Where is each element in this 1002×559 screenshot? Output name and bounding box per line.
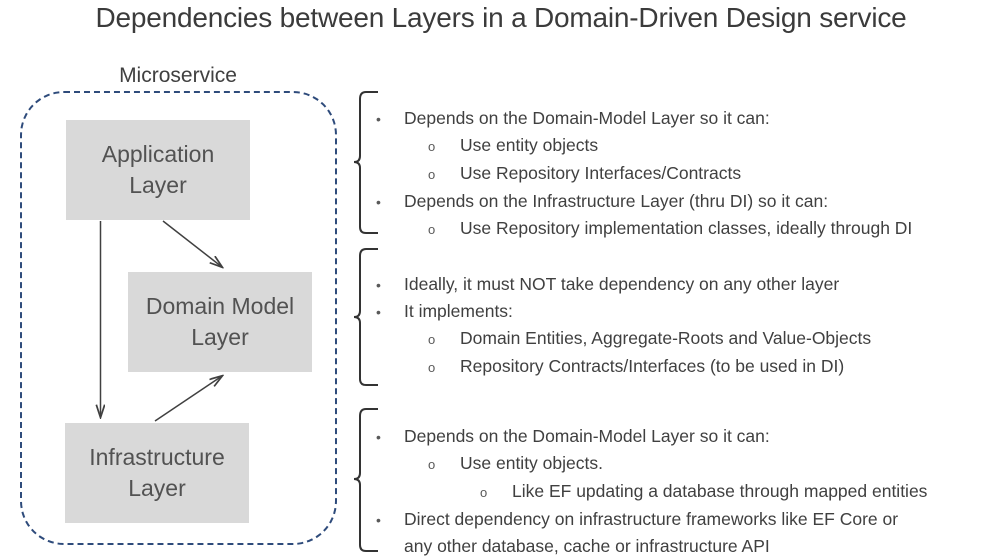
bullet-text: Direct dependency on infrastructure fram… bbox=[404, 509, 899, 529]
bullet-item: o Use entity objects bbox=[376, 132, 996, 160]
brace-infrastructure bbox=[353, 408, 378, 552]
brace-application bbox=[353, 91, 378, 234]
bullet-text: Ideally, it must NOT take dependency on … bbox=[404, 274, 840, 294]
bullet-item: o Use Repository implementation classes,… bbox=[376, 215, 996, 243]
bullet-item: • Depends on the Domain-Model Layer so i… bbox=[376, 105, 996, 132]
bullet-item: • Direct dependency on infrastructure fr… bbox=[376, 506, 996, 533]
arrow-infrastructure-to-domain-model bbox=[154, 376, 222, 422]
bullet-item: o Repository Contracts/Interfaces (to be… bbox=[376, 353, 996, 381]
bullet-text: Like EF updating a database through mapp… bbox=[512, 481, 928, 501]
bullet-text: Use entity objects. bbox=[460, 453, 603, 473]
bullet-marker: o bbox=[480, 485, 488, 500]
microservice-boundary bbox=[20, 91, 337, 545]
bullet-marker: o bbox=[428, 332, 436, 347]
bullet-item: o Domain Entities, Aggregate-Roots and V… bbox=[376, 325, 996, 353]
brace-group bbox=[353, 91, 378, 552]
bullet-marker: o bbox=[428, 167, 436, 182]
bullet-marker: • bbox=[376, 512, 381, 528]
bullet-marker: • bbox=[376, 304, 381, 320]
bullet-marker: • bbox=[376, 429, 381, 445]
brace-domain-model bbox=[353, 248, 378, 386]
bullet-marker: o bbox=[428, 457, 436, 472]
bullet-text: Domain Entities, Aggregate-Roots and Val… bbox=[460, 328, 872, 348]
arrow-application-to-domain-model bbox=[162, 220, 222, 267]
bullet-text: Depends on the Infrastructure Layer (thr… bbox=[404, 191, 829, 211]
bullet-text: Use entity objects bbox=[460, 135, 599, 155]
bullet-marker: o bbox=[428, 360, 436, 375]
dependency-arrows bbox=[0, 220, 370, 422]
bullet-text: Use Repository implementation classes, i… bbox=[460, 218, 913, 238]
bullet-text: Use Repository Interfaces/Contracts bbox=[460, 163, 742, 183]
microservice-label: Microservice bbox=[119, 64, 237, 87]
page-title: Dependencies between Layers in a Domain-… bbox=[95, 2, 907, 33]
bullet-item: o Use Repository Interfaces/Contracts bbox=[376, 160, 996, 188]
bullet-marker: • bbox=[376, 194, 381, 210]
bullet-item: • Ideally, it must NOT take dependency o… bbox=[376, 271, 996, 298]
bullet-marker: • bbox=[376, 277, 381, 293]
bullet-item: o Like EF updating a database through ma… bbox=[376, 478, 996, 506]
bullet-text-continuation: any other database, cache or infrastruct… bbox=[404, 536, 770, 556]
bullet-marker: o bbox=[428, 139, 436, 154]
bullet-marker: o bbox=[428, 222, 436, 237]
text-block-application: • Depends on the Domain-Model Layer so i… bbox=[376, 105, 996, 243]
bullet-item: • It implements: bbox=[376, 298, 996, 325]
bullet-text: Depends on the Domain-Model Layer so it … bbox=[404, 426, 770, 446]
bullet-marker: • bbox=[376, 111, 381, 127]
text-block-infrastructure: • Depends on the Domain-Model Layer so i… bbox=[376, 423, 996, 559]
bullet-text: Depends on the Domain-Model Layer so it … bbox=[404, 108, 770, 128]
bullet-item: o Use entity objects. bbox=[376, 450, 996, 478]
bullet-item: • Depends on the Infrastructure Layer (t… bbox=[376, 188, 996, 215]
bullet-text: Repository Contracts/Interfaces (to be u… bbox=[460, 356, 845, 376]
text-block-domain-model: • Ideally, it must NOT take dependency o… bbox=[376, 271, 996, 381]
bullet-text: It implements: bbox=[404, 301, 513, 321]
bullet-item: • Depends on the Domain-Model Layer so i… bbox=[376, 423, 996, 450]
